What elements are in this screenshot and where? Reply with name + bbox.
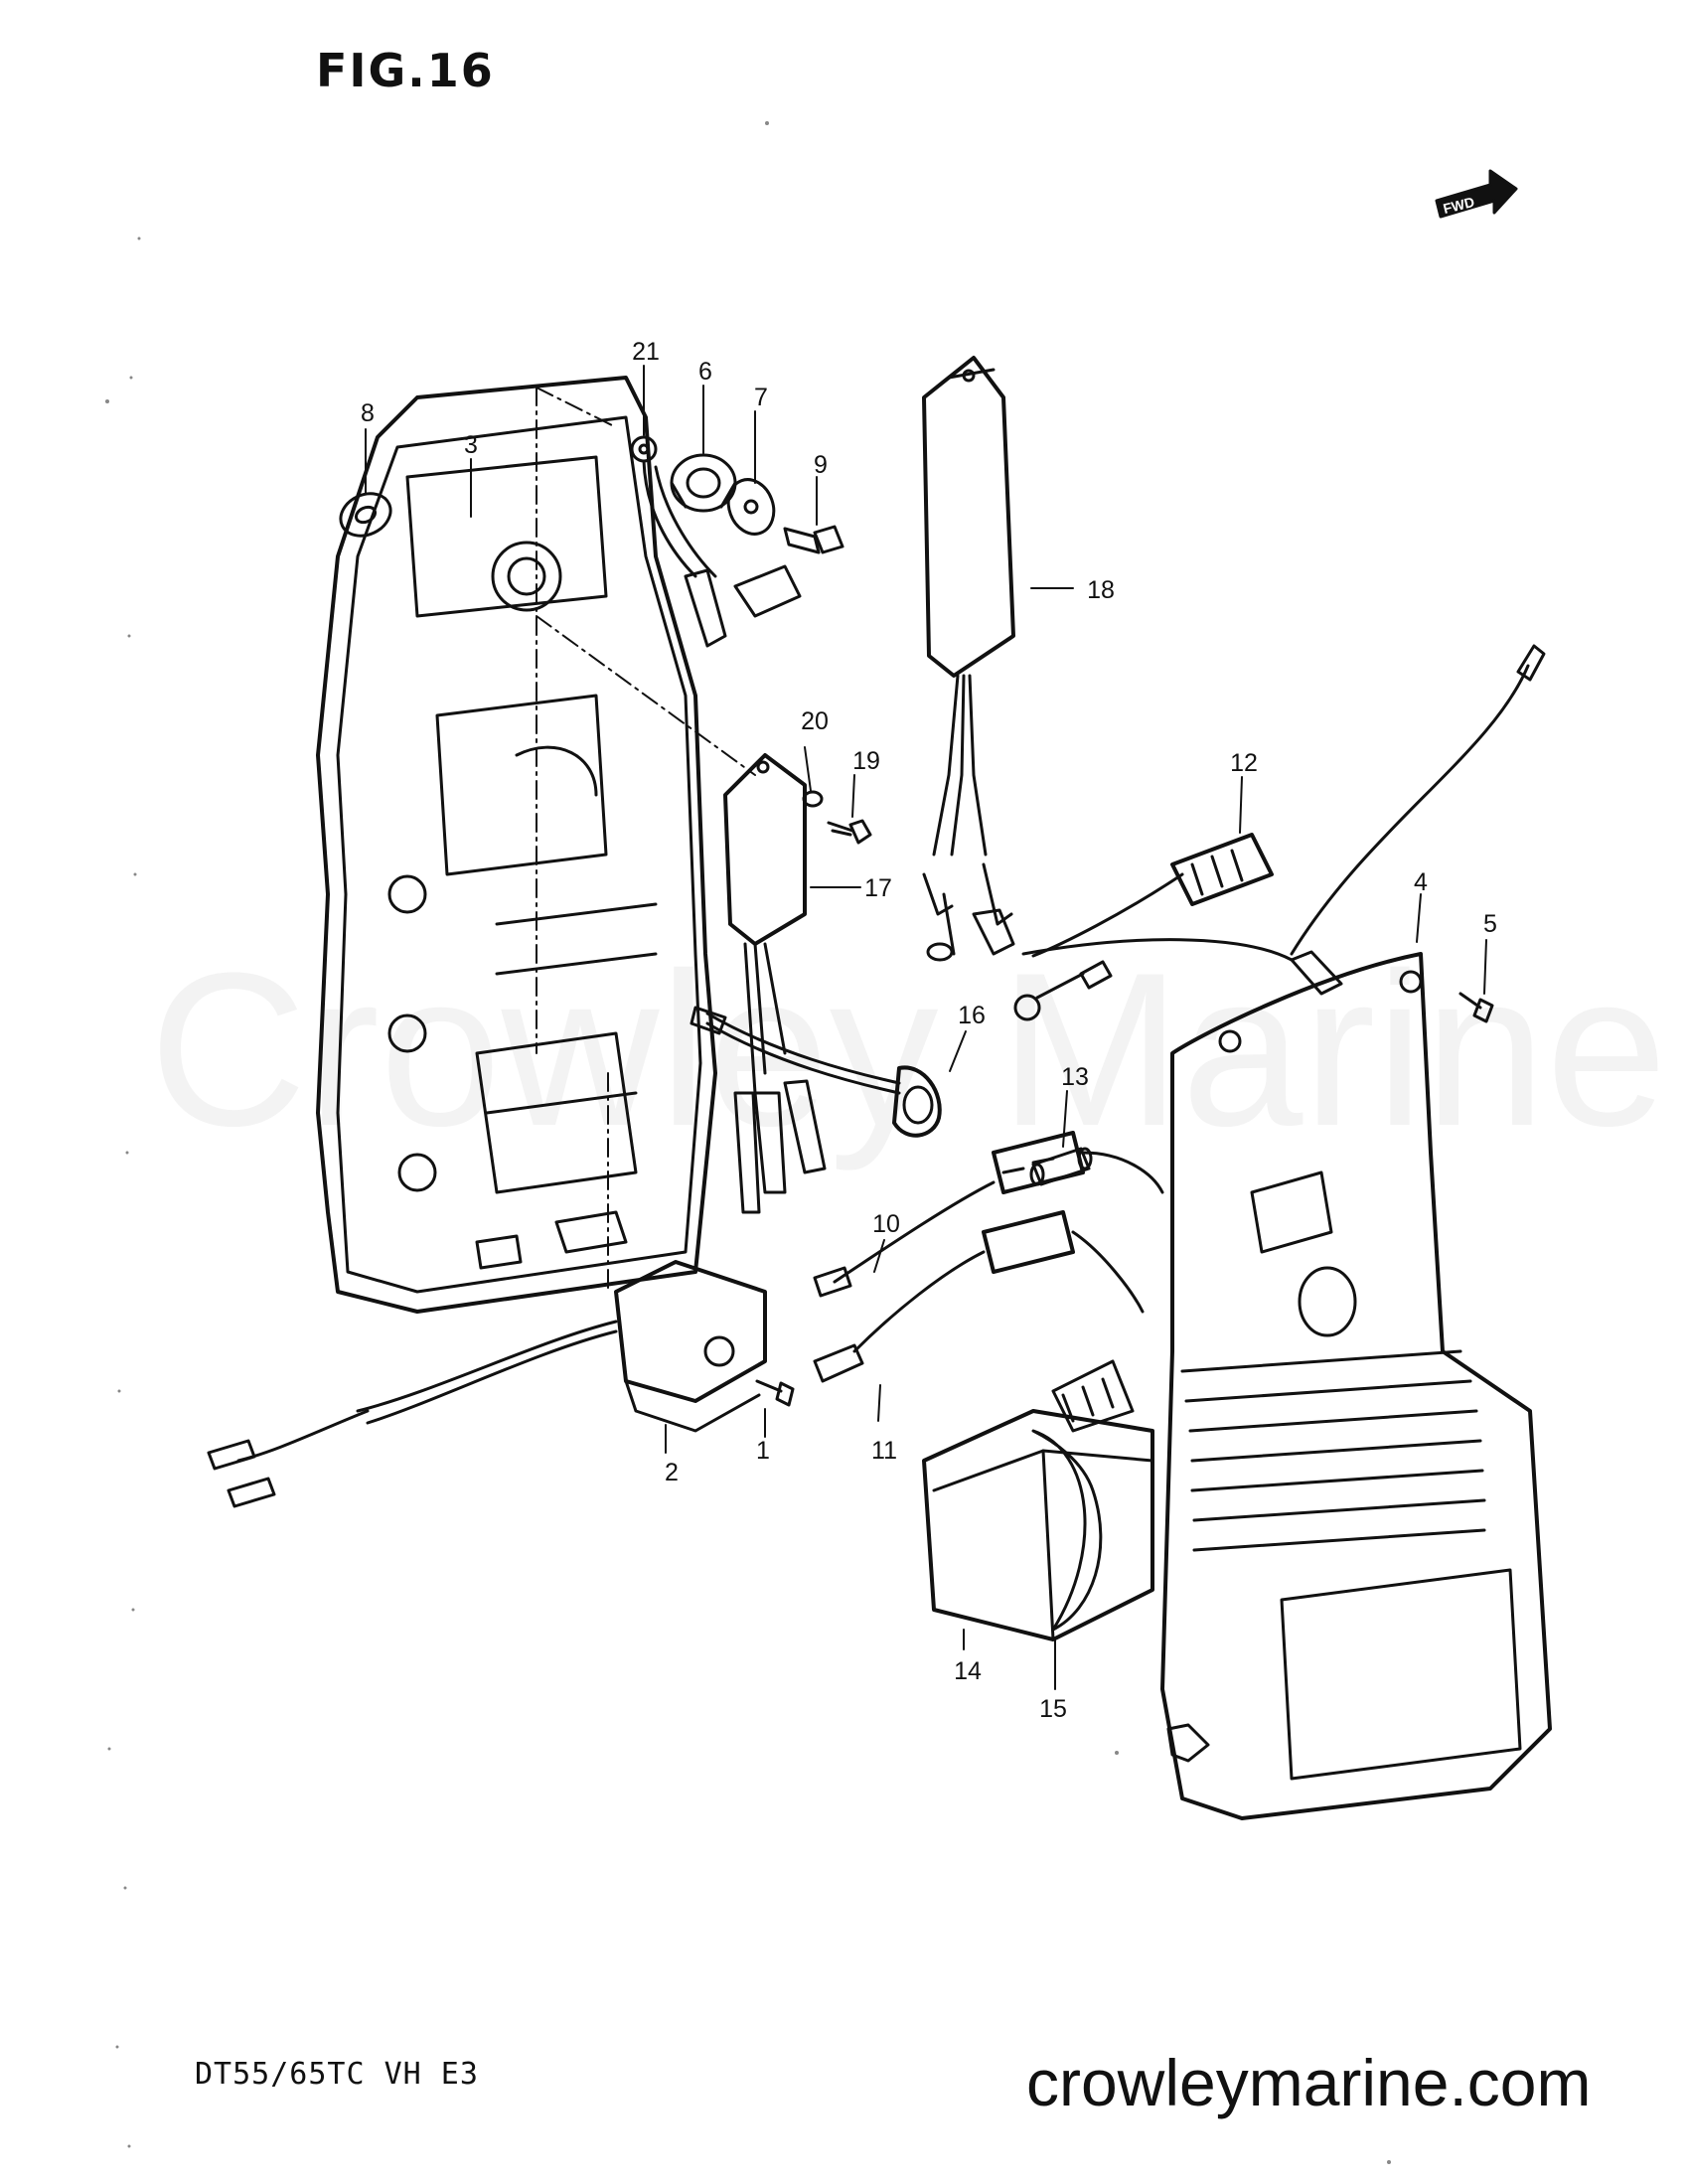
washer-part-20 — [802, 790, 824, 808]
cdi-box-part-2 — [207, 1260, 767, 1508]
bolt-part-9 — [783, 525, 844, 554]
callout-10: 10 — [872, 1210, 900, 1238]
ignition-coil-part-11 — [813, 1210, 1145, 1383]
fwd-label: FWD — [1442, 194, 1476, 217]
callout-labels: 1 2 3 4 5 6 7 8 9 10 11 12 13 14 15 16 1… — [361, 338, 1497, 1723]
screw-part-1 — [755, 1379, 795, 1407]
callout-15: 15 — [1039, 1695, 1067, 1723]
callout-8: 8 — [361, 399, 375, 427]
module-part-14 — [922, 1359, 1154, 1641]
callout-4: 4 — [1414, 868, 1428, 896]
website-link[interactable]: crowleymarine.com — [1026, 2046, 1592, 2119]
callout-12: 12 — [1230, 749, 1258, 777]
screw-part-5 — [1458, 992, 1494, 1023]
scan-artifacts — [105, 121, 1391, 2164]
callout-20: 20 — [801, 707, 829, 735]
fuse-part-13 — [1029, 1147, 1093, 1186]
ground-lead-part-21 — [630, 435, 802, 648]
grommet-part-6 — [670, 453, 737, 513]
callout-11: 11 — [871, 1437, 897, 1465]
callout-1: 1 — [756, 1437, 770, 1465]
callout-16: 16 — [958, 1002, 986, 1029]
callout-5: 5 — [1483, 910, 1497, 938]
callout-7: 7 — [754, 384, 768, 411]
cdi-unit-part-18 — [922, 356, 1015, 962]
callout-14: 14 — [954, 1657, 982, 1685]
callout-17: 17 — [864, 874, 892, 902]
terminal-part-16 — [690, 1006, 942, 1138]
leader-lines — [365, 365, 1487, 1690]
sensor-cable-part-12 — [1013, 644, 1546, 1021]
rectifier-part-17 — [723, 753, 827, 1214]
clamp-part-15 — [1031, 1429, 1103, 1632]
washer-part-7 — [726, 478, 776, 536]
callout-21: 21 — [632, 338, 660, 366]
callout-19: 19 — [852, 747, 880, 775]
fwd-arrow-icon: FWD — [1435, 169, 1518, 219]
callout-13: 13 — [1061, 1063, 1089, 1091]
base-plate-part-3 — [316, 376, 717, 1314]
callout-2: 2 — [665, 1459, 679, 1486]
screw-part-19 — [827, 819, 872, 845]
alignment-lines — [536, 387, 756, 1293]
ignition-coil-part-10 — [813, 1131, 1164, 1298]
callout-18: 18 — [1087, 576, 1115, 604]
callout-9: 9 — [814, 451, 828, 479]
model-code: DT55/65TC VH E3 — [195, 2057, 479, 2092]
figure-title: FIG.16 — [316, 44, 495, 97]
callout-3: 3 — [464, 431, 478, 459]
electrical-cover-part-4 — [1160, 952, 1552, 1820]
callout-6: 6 — [698, 358, 712, 386]
washer-part-8 — [339, 492, 392, 538]
